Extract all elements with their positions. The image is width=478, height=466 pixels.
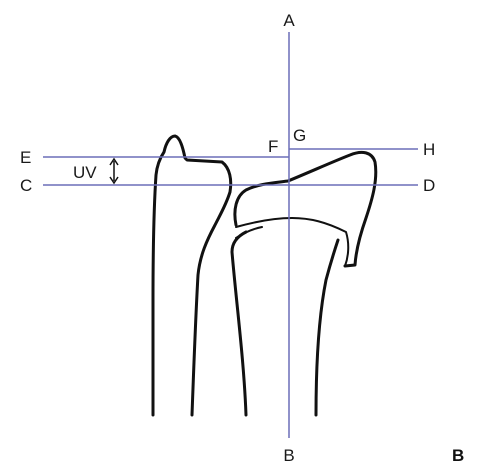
radius-subchondral-line — [235, 217, 350, 267]
uv-arrow — [109, 157, 119, 185]
label-a: A — [283, 11, 295, 30]
label-d: D — [423, 176, 435, 195]
label-e: E — [20, 148, 31, 167]
label-c: C — [20, 176, 32, 195]
label-g: G — [293, 126, 306, 145]
radius-outline — [230, 150, 378, 417]
ulna-head — [151, 134, 233, 417]
ulna-outline — [151, 134, 233, 417]
radius-shaft-right — [314, 238, 340, 417]
radius-distal-cap — [233, 150, 378, 268]
panel-label: B — [452, 446, 464, 465]
reference-lines — [43, 32, 418, 438]
radius-inner-cortex — [235, 226, 263, 239]
label-h: H — [423, 140, 435, 159]
label-b: B — [283, 446, 294, 465]
label-f: F — [268, 137, 278, 156]
label-uv: UV — [73, 163, 97, 182]
radius-shaft-left — [230, 230, 248, 417]
